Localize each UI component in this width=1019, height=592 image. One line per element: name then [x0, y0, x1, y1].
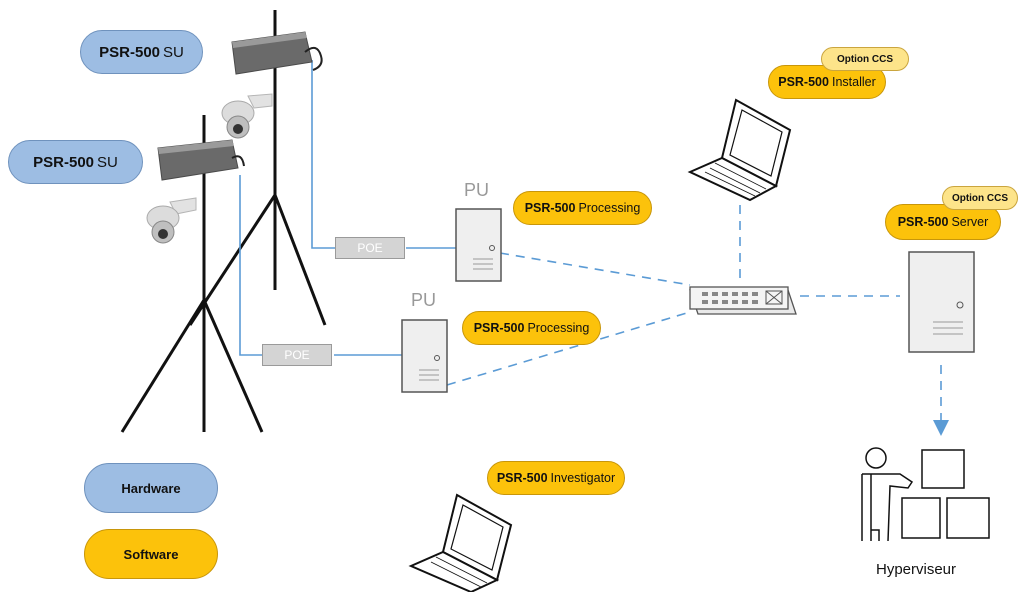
network-links: [446, 205, 942, 418]
sensor-unit-pill-2: PSR-500 SU: [8, 140, 143, 184]
pu-label-1: PU: [464, 180, 490, 200]
server-pill: PSR-500 Server: [885, 204, 1001, 240]
installer-suffix: Installer: [831, 75, 876, 89]
server-option-badge: Option CCS: [942, 186, 1018, 210]
network-switch-icon: [689, 286, 797, 315]
installer-option-badge: Option CCS: [821, 47, 909, 71]
poe-injector-2: POE: [262, 344, 332, 366]
poe-injector-1: POE: [335, 237, 405, 259]
sensor-unit-device-1: [231, 31, 323, 75]
sensor-unit-device-2: [157, 139, 245, 181]
server-brand: PSR-500: [897, 215, 949, 229]
installer-brand: PSR-500: [778, 75, 829, 89]
processing-brand: PSR-500: [524, 201, 576, 215]
sensor-unit-brand: PSR-500: [99, 43, 161, 61]
processing-pill-1: PSR-500 Processing: [513, 191, 652, 225]
sensor-cables: [239, 60, 456, 356]
sensor-unit-suffix: SU: [97, 153, 118, 171]
processing-unit-tower-2: [401, 319, 448, 393]
sensor-unit-suffix: SU: [163, 43, 184, 61]
sensor-unit-brand: PSR-500: [33, 153, 95, 171]
installer-pill: PSR-500 Installer: [768, 65, 886, 99]
processing-suffix: Processing: [527, 321, 590, 335]
investigator-pill: PSR-500 Investigator: [487, 461, 625, 495]
processing-brand: PSR-500: [473, 321, 525, 335]
investigator-brand: PSR-500: [496, 471, 548, 485]
dome-camera-icon: [146, 197, 197, 244]
hypervisor-person-icon: [861, 447, 990, 542]
pu-label-2: PU: [411, 290, 437, 310]
server-tower-icon: [908, 251, 975, 353]
dome-camera-icon: [221, 93, 273, 139]
laptop-investigator-icon: [408, 493, 513, 592]
sensor-unit-pill-1: PSR-500 SU: [80, 30, 203, 74]
laptop-installer-icon: [687, 98, 792, 202]
legend-software: Software: [84, 529, 218, 579]
processing-pill-2: PSR-500 Processing: [462, 311, 601, 345]
investigator-suffix: Investigator: [550, 471, 616, 485]
processing-unit-tower-1: [455, 208, 502, 282]
legend-hardware: Hardware: [84, 463, 218, 513]
processing-suffix: Processing: [578, 201, 641, 215]
server-suffix: Server: [951, 215, 989, 229]
hypervisor-label: Hyperviseur: [876, 561, 957, 578]
